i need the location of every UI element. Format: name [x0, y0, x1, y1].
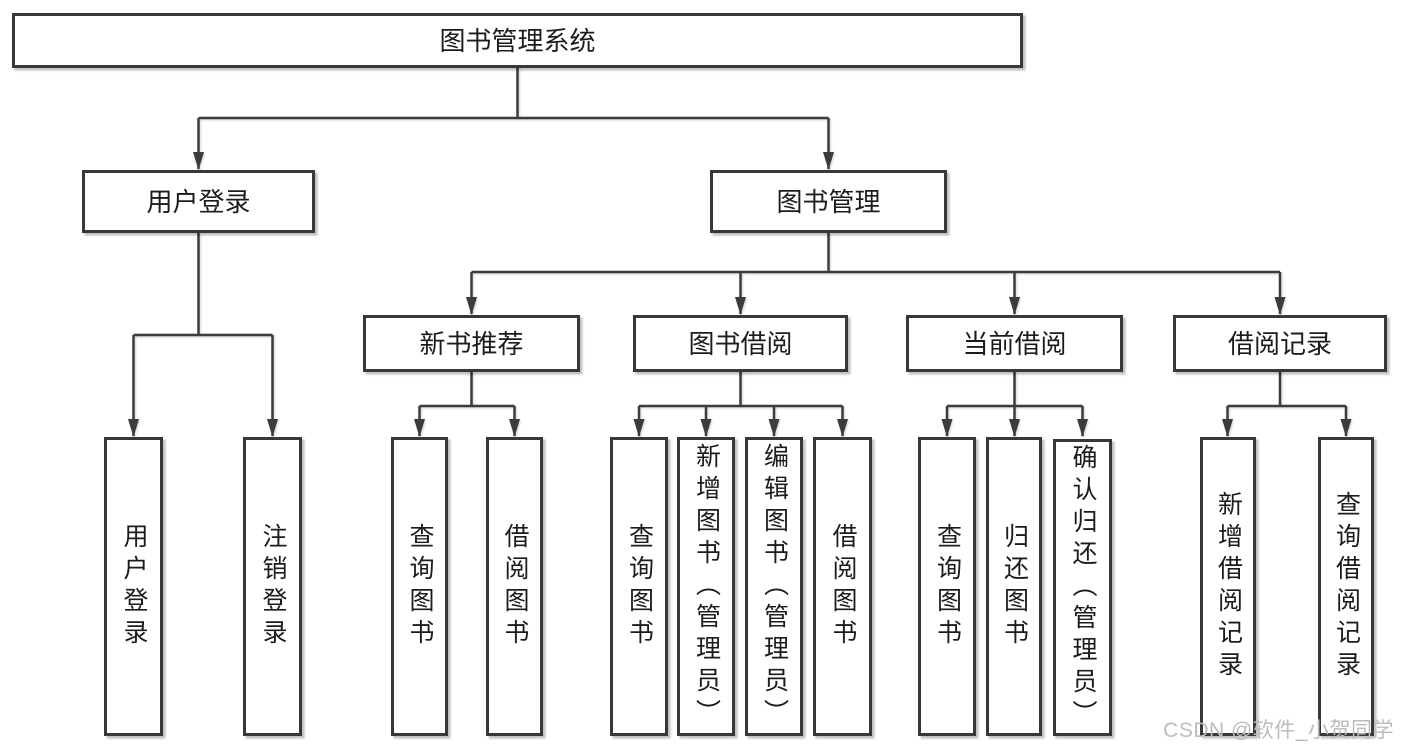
leaf-records-query-record: 查询借阅记录: [1318, 437, 1374, 736]
node-book-management: 图书管理: [710, 170, 947, 233]
connector-root-to-level2: [193, 68, 834, 170]
node-current-borrow: 当前借阅: [906, 315, 1123, 372]
leaf-current-confirm-return-admin: 确认归还（管理员）: [1053, 439, 1112, 736]
connector-borrow-records: [1222, 372, 1352, 437]
leaf-current-query-books: 查询图书: [918, 437, 976, 736]
leaf-recommend-borrow-books: 借阅图书: [486, 437, 543, 736]
leaf-user-login: 用户登录: [104, 437, 163, 736]
connector-new-book-recommend: [414, 372, 520, 437]
connector-book-management: [466, 233, 1286, 315]
node-new-book-recommend: 新书推荐: [363, 315, 580, 372]
node-user-login: 用户登录: [82, 170, 315, 233]
connector-user-login: [128, 233, 278, 437]
leaf-borrow-query-books: 查询图书: [610, 437, 668, 736]
node-borrow-records: 借阅记录: [1173, 315, 1387, 372]
connector-current-borrow: [941, 372, 1088, 437]
watermark-text: CSDN @软件_小贺同学: [1163, 719, 1394, 742]
leaf-records-add-record: 新增借阅记录: [1200, 437, 1256, 736]
leaf-current-return-books: 归还图书: [986, 437, 1042, 736]
leaf-recommend-query-books: 查询图书: [391, 437, 448, 736]
node-book-borrow: 图书借阅: [633, 315, 848, 372]
leaf-logout: 注销登录: [243, 437, 302, 736]
leaf-borrow-edit-books-admin: 编辑图书（管理员）: [745, 437, 803, 736]
connector-book-borrow: [633, 372, 848, 437]
node-root: 图书管理系统: [12, 13, 1023, 68]
leaf-borrow-add-books-admin: 新增图书（管理员）: [677, 437, 735, 736]
leaf-borrow-borrow-books: 借阅图书: [813, 437, 872, 736]
